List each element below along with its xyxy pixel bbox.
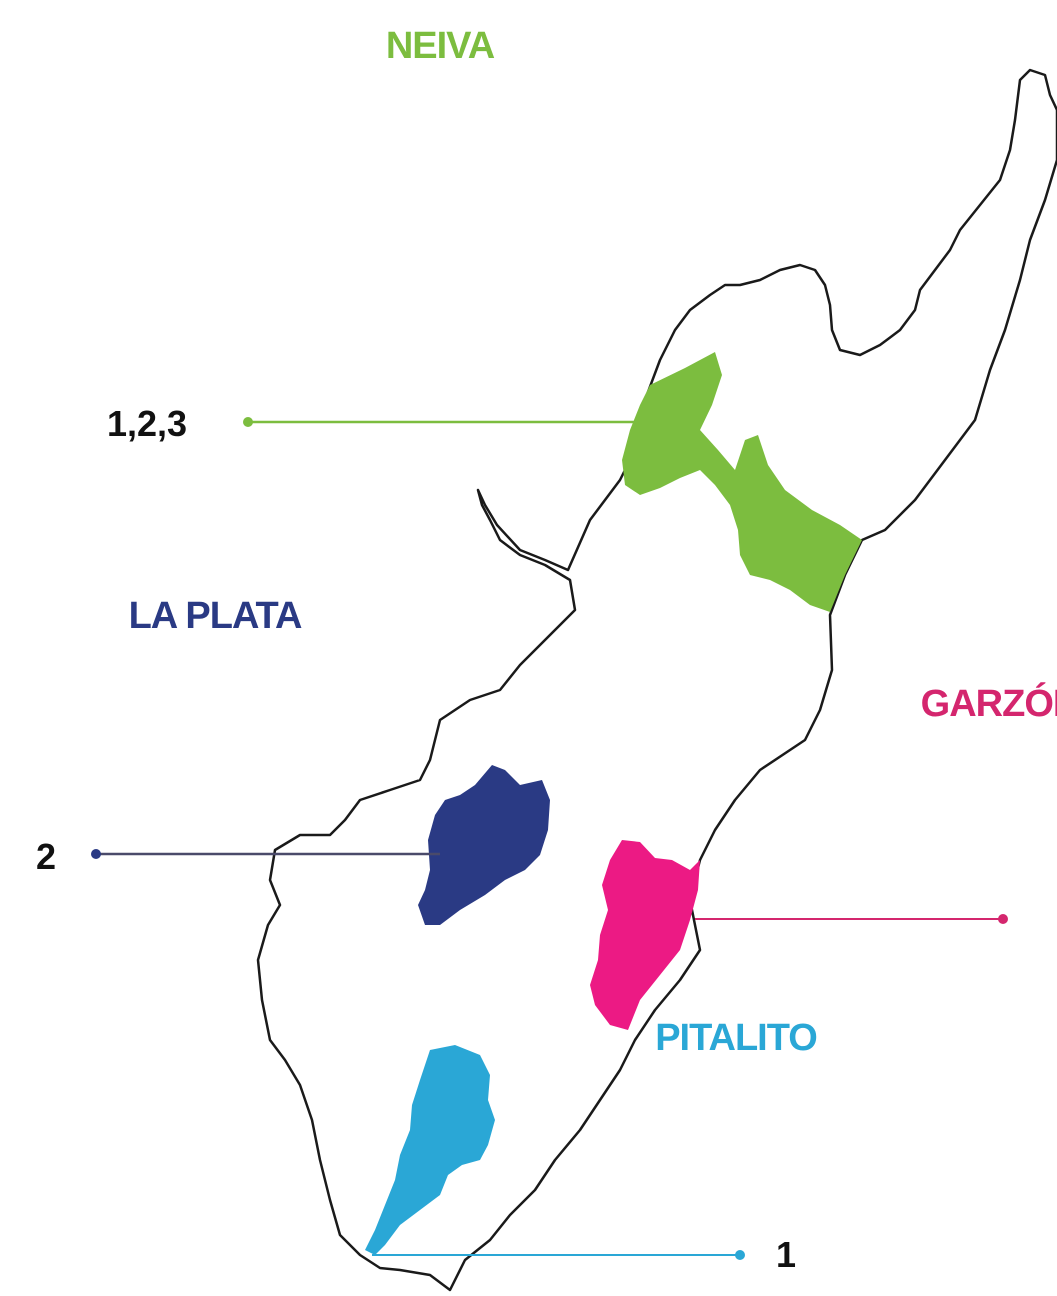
pitalito-marker-dot: [735, 1250, 745, 1260]
pitalito-region-shape: [365, 1045, 495, 1255]
pitalito-region-label: PITALITO: [655, 1017, 817, 1059]
neiva-marker-dot: [243, 417, 253, 427]
la-plata-marker-dot: [91, 849, 101, 859]
department-outline: [256, 68, 1057, 1292]
neiva-region-label: NEIVA: [386, 25, 495, 67]
garzon-region-label: GARZÓN: [921, 681, 1057, 725]
neiva-region-shape: [622, 352, 862, 612]
neiva-marker-label: 1,2,3: [107, 403, 187, 444]
garzon-region-shape: [590, 840, 700, 1030]
pitalito-marker-label: 1: [776, 1234, 796, 1275]
la-plata-region-label: LA PLATA: [129, 595, 302, 637]
la-plata-region-shape: [418, 765, 550, 925]
la-plata-marker-label: 2: [36, 836, 56, 877]
garzon-marker-dot: [998, 914, 1008, 924]
